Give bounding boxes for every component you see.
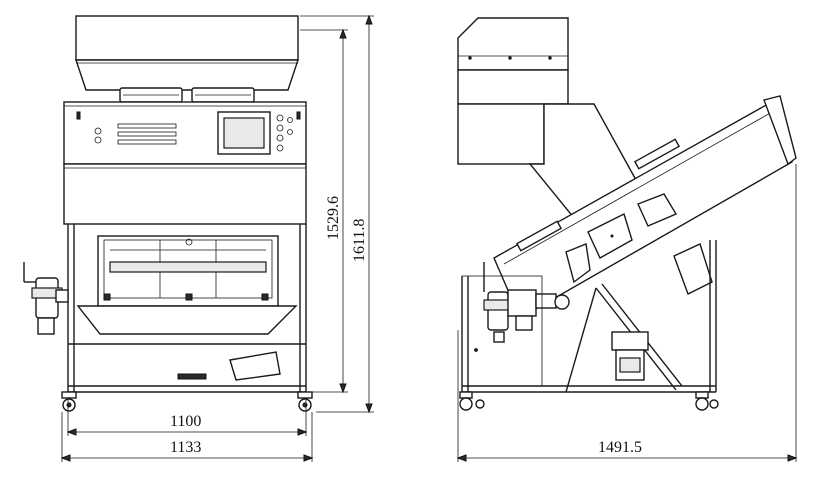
dimension-label-1491-5: 1491.5 bbox=[598, 439, 642, 456]
dimension-label-1133: 1133 bbox=[170, 439, 201, 456]
vent-grille bbox=[117, 123, 177, 145]
front-view: 1100 1133 1529.6 1611.8 bbox=[23, 14, 374, 462]
air-filter-front bbox=[23, 262, 69, 335]
air-filter-side bbox=[483, 262, 570, 343]
caster-wheel bbox=[459, 391, 485, 411]
dimension-line-1611-8: 1611.8 bbox=[300, 14, 374, 414]
dimension-line-1133: 1133 bbox=[60, 412, 314, 462]
dimension-line-1529-6: 1529.6 bbox=[300, 28, 348, 394]
caster-wheel bbox=[297, 391, 313, 412]
side-view: 1491.5 bbox=[456, 17, 798, 462]
dimension-line-1100: 1100 bbox=[66, 400, 308, 436]
dimension-label-1100: 1100 bbox=[170, 413, 201, 430]
dimension-label-1529-6: 1529.6 bbox=[325, 196, 342, 240]
caster-wheel bbox=[61, 391, 77, 412]
dimension-label-1611-8: 1611.8 bbox=[351, 219, 368, 262]
caster-wheel bbox=[695, 391, 719, 411]
dimension-line-1491-5: 1491.5 bbox=[456, 164, 798, 462]
